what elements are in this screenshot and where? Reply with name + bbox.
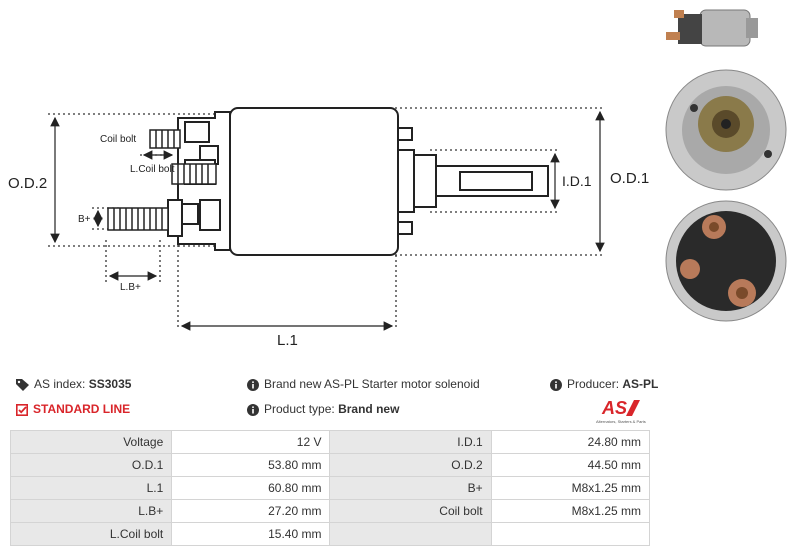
producer-label: Producer:: [567, 377, 620, 391]
spec-key: O.D.2: [329, 453, 492, 477]
spec-value: 44.50 mm: [490, 453, 651, 477]
spec-key: O.D.1: [9, 453, 173, 477]
coil-bolt-label: Coil bolt: [100, 134, 136, 145]
photo-rear-view: [665, 200, 787, 322]
table-row: Voltage 12 V I.D.1 24.80 mm: [9, 430, 651, 454]
spec-value: M8x1.25 mm: [490, 476, 651, 500]
spec-value: M8x1.25 mm: [490, 499, 651, 523]
spec-value: 15.40 mm: [171, 522, 331, 546]
spec-key: [329, 522, 492, 546]
spec-key: L.Coil bolt: [9, 522, 173, 546]
spec-key: B+: [329, 476, 492, 500]
spec-key: L.B+: [9, 499, 173, 523]
solenoid-body: [229, 107, 399, 256]
spec-value: 27.20 mm: [171, 499, 331, 523]
standard-line: STANDARD LINE: [16, 402, 130, 416]
description-text: Brand new AS-PL Starter motor solenoid: [264, 377, 480, 391]
technical-drawing: O.D.2 O.D.1 I.D.1 L.1 L.B+ Coil bolt L.C…: [8, 107, 649, 349]
spec-key: I.D.1: [329, 430, 492, 454]
specs-table: Voltage 12 V I.D.1 24.80 mm O.D.1 53.80 …: [9, 430, 651, 546]
spec-key: L.1: [9, 476, 173, 500]
id1-label: I.D.1: [562, 173, 592, 189]
standard-line-text: STANDARD LINE: [33, 402, 131, 416]
tag-icon: [16, 378, 29, 391]
table-row: L.Coil bolt 15.40 mm: [9, 522, 651, 546]
lcoil-bolt-label: L.Coil bolt: [130, 164, 175, 175]
producer-value: AS-PL: [622, 377, 659, 391]
lb-label: L.B+: [120, 282, 141, 293]
info-icon: [247, 378, 259, 391]
spec-value: 53.80 mm: [171, 453, 331, 477]
spec-key: Coil bolt: [329, 499, 492, 523]
info-icon: [550, 378, 562, 391]
as-pl-logo: AS Alternators, Starters & Parts: [596, 398, 646, 424]
product-type-label: Product type:: [264, 402, 335, 416]
l1-label: L.1: [277, 332, 298, 349]
spec-value: [490, 522, 651, 546]
photo-side-view: [666, 9, 758, 47]
bplus-label: B+: [78, 214, 91, 225]
product-type: Product type: Brand new: [247, 402, 399, 416]
spec-value: 24.80 mm: [490, 430, 651, 454]
as-index: AS index: SS3035: [16, 377, 131, 391]
spec-value: 12 V: [171, 430, 331, 454]
as-index-label: AS index:: [34, 377, 86, 391]
photo-front-view: [665, 69, 787, 191]
svg-text:Alternators, Starters & Parts: Alternators, Starters & Parts: [596, 419, 646, 424]
spec-value: 60.80 mm: [171, 476, 331, 500]
od2-label: O.D.2: [8, 175, 47, 192]
table-row: L.1 60.80 mm B+ M8x1.25 mm: [9, 476, 651, 500]
table-row: O.D.1 53.80 mm O.D.2 44.50 mm: [9, 453, 651, 477]
checkbox-checked-icon: [16, 403, 28, 416]
od1-label: O.D.1: [610, 170, 649, 187]
product-type-value: Brand new: [338, 402, 400, 416]
svg-text:AS: AS: [601, 398, 627, 418]
spec-key: Voltage: [9, 430, 173, 454]
as-index-value: SS3035: [88, 377, 132, 391]
info-icon: [247, 403, 259, 416]
producer: Producer: AS-PL: [550, 377, 658, 391]
product-description: Brand new AS-PL Starter motor solenoid: [247, 377, 480, 391]
table-row: L.B+ 27.20 mm Coil bolt M8x1.25 mm: [9, 499, 651, 523]
